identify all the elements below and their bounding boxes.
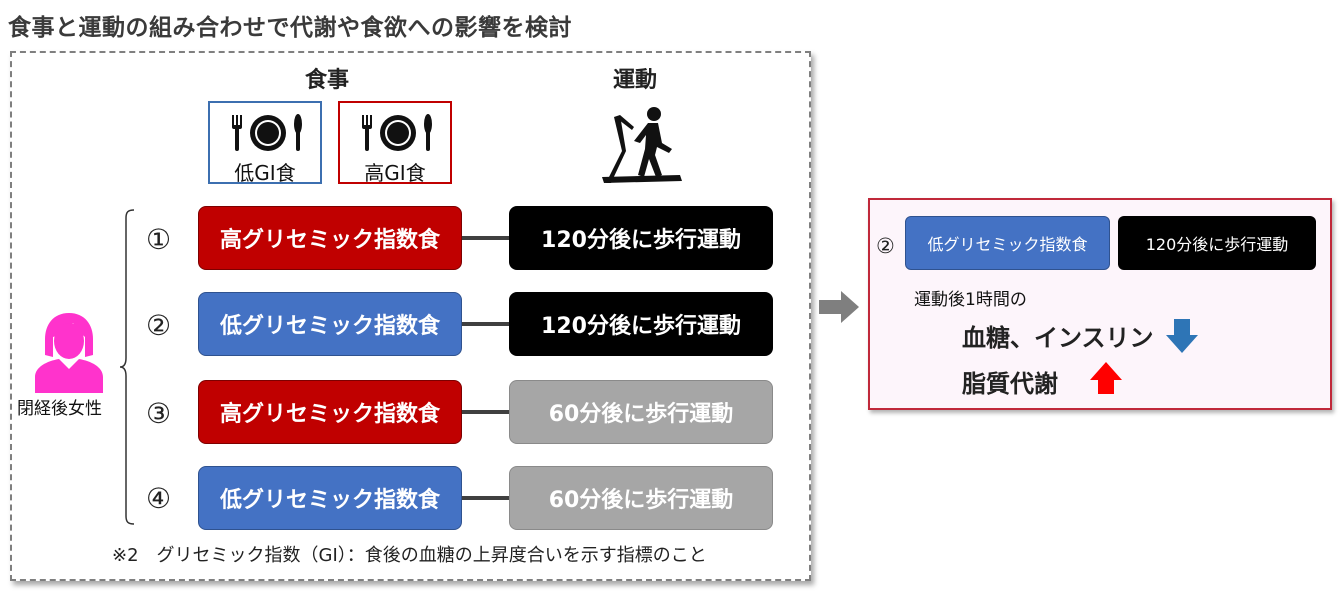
treadmill-icon [602,107,682,183]
meal-header: 食事 [305,68,350,93]
exercise-120: 120分後に歩行運動 [509,206,773,270]
plate-icon [232,114,302,151]
connector-line [462,322,510,326]
low-gi-meal-box: 低GI食 [208,101,322,185]
result-line-glucose-insulin: 血糖、インスリン [962,324,1154,352]
diet-high-gi: 高グリセミック指数食 [198,206,462,270]
diet-low-gi: 低グリセミック指数食 [198,466,462,530]
result-exercise: 120分後に歩行運動 [1118,216,1316,270]
exercise-120: 120分後に歩行運動 [509,292,773,356]
result-diet: 低グリセミック指数食 [905,216,1110,270]
subject-label: 閉経後女性 [17,399,102,419]
plate-icon [362,114,432,151]
condition-number: ② [146,309,172,342]
footnote: ※2 グリセミック指数（GI）：食後の血糖の上昇度合いを示す指標のこと [112,545,707,566]
woman-icon [35,313,103,393]
result-box: ② 低グリセミック指数食 120分後に歩行運動 運動後1時間の 血糖、インスリン… [868,198,1332,410]
connector-line [462,236,510,240]
down-arrow-icon [1166,319,1198,353]
condition-number: ① [146,223,172,256]
right-arrow-icon [819,291,859,323]
exercise-60: 60分後に歩行運動 [509,380,773,444]
up-arrow-icon [1090,362,1122,394]
condition-number: ④ [146,482,172,515]
result-subtitle: 運動後1時間の [914,290,1027,310]
connector-line [462,410,510,414]
low-gi-label: 低GI食 [234,161,296,185]
diet-high-gi: 高グリセミック指数食 [198,380,462,444]
high-gi-label: 高GI食 [364,161,426,185]
page-title: 食事と運動の組み合わせで代謝や食欲への影響を検討 [8,15,572,41]
result-line-lipid: 脂質代謝 [962,370,1058,398]
condition-number: ③ [146,397,172,430]
connector-line [462,496,510,500]
result-condition-number: ② [876,234,895,258]
group-bracket [119,209,135,525]
exercise-header: 運動 [613,68,658,93]
exercise-60: 60分後に歩行運動 [509,466,773,530]
diet-low-gi: 低グリセミック指数食 [198,292,462,356]
high-gi-meal-box: 高GI食 [338,101,452,185]
